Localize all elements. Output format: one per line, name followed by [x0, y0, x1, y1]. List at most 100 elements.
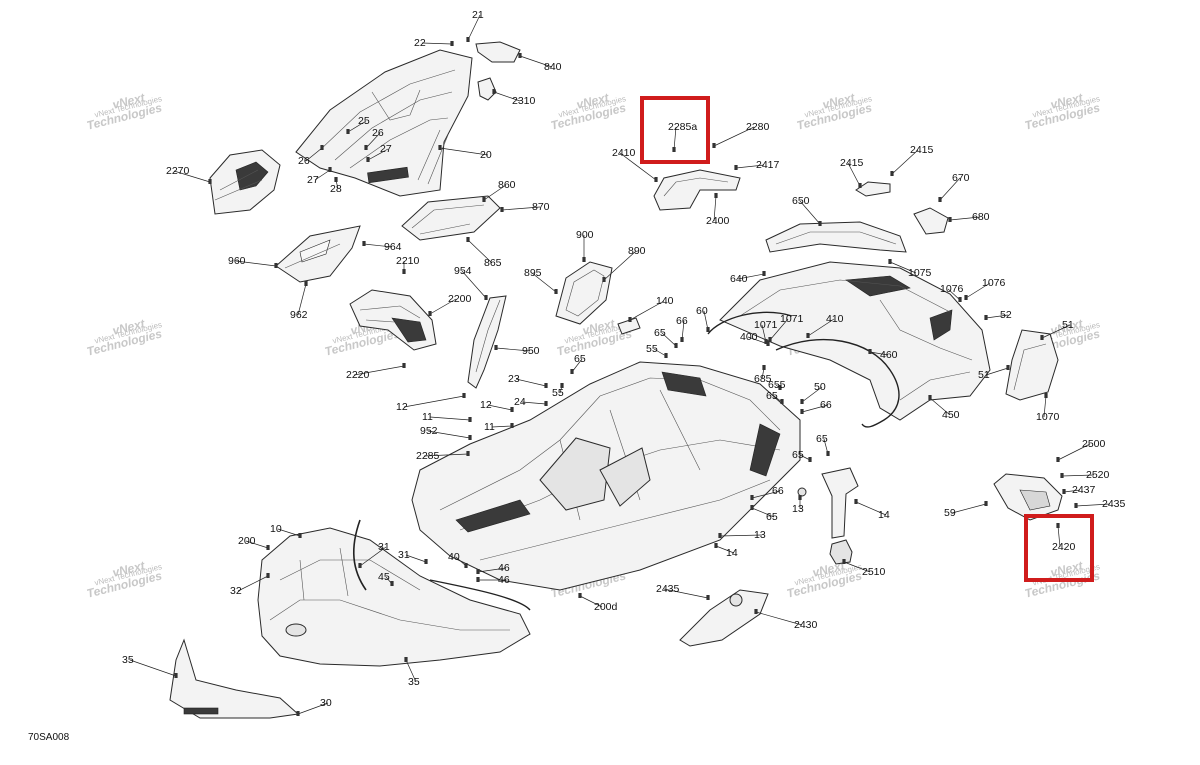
callout-label-952: 952 — [420, 425, 438, 437]
leader-line — [801, 386, 823, 403]
fastener-mark — [750, 505, 754, 510]
leader-line — [807, 318, 835, 337]
callout-label-1071: 1071 — [780, 313, 804, 325]
callout-label-2400: 2400 — [706, 215, 730, 227]
fastener-mark — [362, 241, 366, 246]
leader-line — [891, 149, 919, 175]
fastener-mark — [734, 165, 738, 170]
callout-label-55: 55 — [552, 387, 564, 399]
leader-line — [681, 320, 685, 341]
leader-line — [405, 554, 427, 563]
part-1075-rail — [765, 221, 907, 253]
leader-line — [1057, 525, 1061, 548]
fastener-mark — [334, 177, 338, 182]
leader-line — [751, 490, 781, 499]
leader-line — [843, 561, 871, 573]
callout-label-11: 11 — [422, 411, 433, 423]
leader-line — [427, 430, 471, 439]
fastener-mark — [296, 711, 300, 716]
fastener-mark — [266, 545, 270, 550]
leader-line — [889, 261, 917, 274]
callout-label-1075: 1075 — [908, 267, 932, 279]
callout-label-25: 25 — [358, 115, 370, 127]
fastener-mark — [402, 269, 406, 274]
callout-label-51: 51 — [978, 369, 990, 381]
leader-line — [483, 184, 507, 201]
leader-line — [949, 216, 981, 221]
leader-line — [1043, 395, 1047, 418]
callout-label-59: 59 — [944, 507, 956, 519]
part-10-hull — [411, 361, 801, 591]
callout-label-51: 51 — [1062, 319, 1074, 331]
part-960-side-panel — [275, 225, 361, 283]
callout-label-21: 21 — [472, 9, 484, 21]
leader-line — [673, 126, 677, 151]
fastener-mark — [808, 457, 812, 462]
leader-line — [353, 365, 405, 376]
leader-line — [663, 588, 709, 599]
fastener-mark — [714, 193, 718, 198]
fastener-mark — [1040, 335, 1044, 340]
callout-label-10: 10 — [270, 523, 282, 535]
callout-label-31: 31 — [398, 549, 410, 561]
fastener-mark — [560, 383, 564, 388]
callout-label-31: 31 — [378, 541, 390, 553]
callout-label-2415: 2415 — [910, 144, 934, 156]
callout-label-28: 28 — [330, 183, 342, 195]
fastener-mark — [800, 399, 804, 404]
leader-line — [487, 404, 513, 411]
fastener-mark — [464, 563, 468, 568]
callout-label-40: 40 — [448, 551, 460, 563]
leader-line — [1041, 324, 1071, 339]
callout-label-55: 55 — [646, 343, 658, 355]
leader-line — [847, 162, 861, 187]
leader-line — [297, 702, 329, 715]
leader-line — [347, 120, 367, 133]
callout-label-964: 964 — [384, 241, 402, 253]
fastener-mark — [484, 295, 488, 300]
leader-line — [1075, 503, 1111, 507]
part-40-rod — [352, 519, 367, 591]
fastener-mark — [450, 41, 454, 46]
callout-label-13: 13 — [754, 529, 766, 541]
callout-label-895: 895 — [524, 267, 542, 279]
callout-label-66: 66 — [772, 485, 784, 497]
fastener-mark — [428, 311, 432, 316]
callout-label-66: 66 — [676, 315, 688, 327]
leader-line — [365, 132, 381, 149]
fastener-mark — [482, 197, 486, 202]
leader-line — [951, 503, 987, 514]
leader-line — [429, 416, 471, 421]
callout-label-2435: 2435 — [1102, 498, 1126, 510]
part-2420-side-cover — [993, 473, 1063, 521]
part-2500-stand — [821, 467, 859, 539]
leader-line — [719, 534, 763, 537]
part-840-cap — [475, 41, 521, 63]
callout-label-640: 640 — [730, 273, 748, 285]
callout-label-1070: 1070 — [1036, 411, 1060, 423]
fastener-mark — [438, 145, 442, 150]
fastener-mark — [984, 501, 988, 506]
fastener-mark — [1006, 365, 1010, 370]
callout-label-865: 865 — [484, 257, 502, 269]
leader-line — [519, 55, 553, 68]
fastener-mark — [868, 349, 872, 354]
fastener-mark — [1060, 473, 1064, 478]
callout-label-900: 900 — [576, 229, 594, 241]
fastener-mark — [358, 563, 362, 568]
callout-label-24: 24 — [514, 396, 526, 408]
callout-label-2285a: 2285a — [668, 121, 697, 133]
leader-line — [367, 148, 389, 161]
leader-line — [461, 270, 487, 299]
part-2520-bumper — [829, 539, 853, 565]
fastener-mark — [602, 277, 606, 282]
callout-label-2520: 2520 — [1086, 469, 1110, 481]
fastener-mark — [466, 37, 470, 42]
callout-label-1076: 1076 — [982, 277, 1006, 289]
callout-label-20: 20 — [480, 149, 492, 161]
leader-line — [929, 397, 951, 416]
fastener-mark — [1062, 489, 1066, 494]
leader-line — [359, 546, 387, 567]
